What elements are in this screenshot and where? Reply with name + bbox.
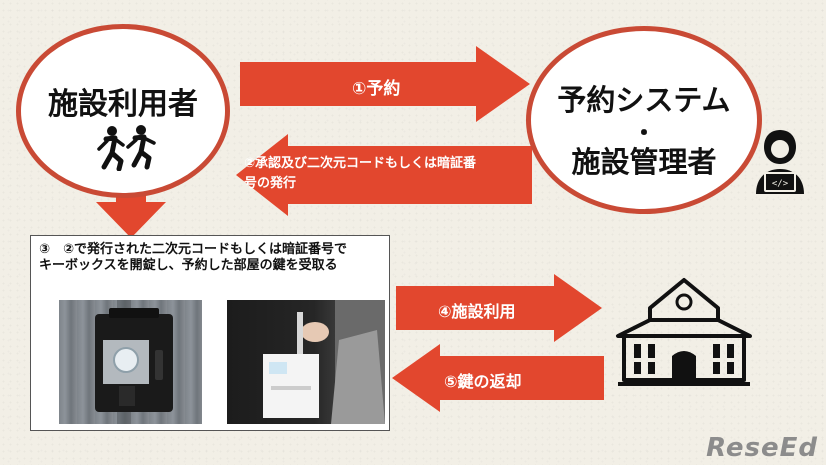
reservation-system-node: 予約システム ・ 施設管理者: [526, 26, 762, 214]
programmer-icon: </>: [756, 130, 804, 194]
step4-label: ④施設利用: [438, 302, 516, 321]
step3-text: ③ ②で発行された二次元コードもしくは暗証番号で キーボックスを開錠し、予約した…: [39, 242, 347, 274]
arrow-down-to-step3: [96, 172, 166, 238]
arrow-step2-issue-code: [236, 134, 532, 216]
step3-line2: キーボックスを開錠し、予約した部屋の鍵を受取る: [39, 258, 338, 273]
step5-label: ⑤鍵の返却: [444, 372, 522, 391]
running-people-icon: [97, 125, 156, 171]
key-box-photo: [59, 300, 202, 424]
arrow-step4-use-facility: [396, 274, 602, 342]
key-dispenser-illustration: [263, 300, 385, 424]
step3-panel: ③ ②で発行された二次元コードもしくは暗証番号で キーボックスを開錠し、予約した…: [30, 235, 390, 431]
resed-watermark: ReseEd: [706, 433, 818, 463]
step3-line1: ③ ②で発行された二次元コードもしくは暗証番号で: [39, 242, 348, 257]
key-dispenser-photo: [227, 300, 385, 424]
school-building-icon: [616, 278, 752, 386]
facility-user-node: 施設利用者: [16, 24, 230, 198]
step2-label-line2: 号の発行: [244, 176, 297, 191]
system-title-line1: 予約システム: [557, 83, 731, 117]
system-title-line3: 施設管理者: [571, 145, 717, 179]
system-title-dot: ・: [632, 119, 656, 147]
arrow-step5-return-key: [392, 344, 604, 412]
step2-label-line1: ②承認及び二次元コードもしくは暗証番: [244, 156, 477, 171]
step1-label: ①予約: [352, 79, 401, 99]
svg-text:</>: </>: [772, 179, 789, 189]
arrow-step1-reserve: [240, 46, 530, 122]
key-box-illustration: [95, 300, 173, 424]
facility-user-title: 施設利用者: [48, 87, 198, 122]
